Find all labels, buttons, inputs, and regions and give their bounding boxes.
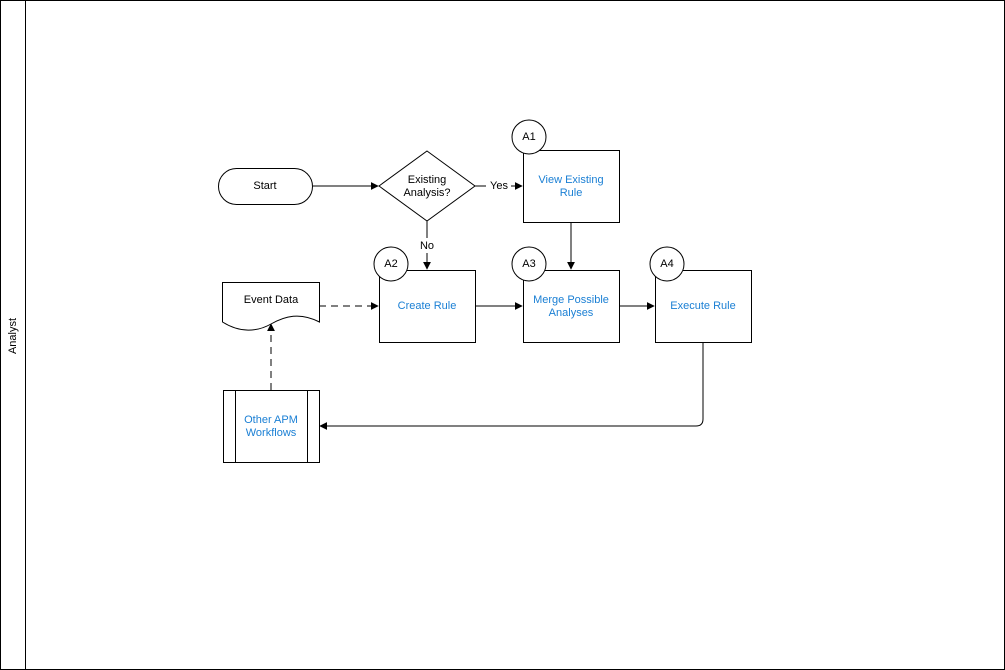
edge-label-yes: Yes	[490, 180, 508, 192]
decision-label-line1: Existing	[408, 174, 447, 186]
execute-rule-link[interactable]: Execute Rule	[670, 300, 735, 312]
merge-link-line2[interactable]: Analyses	[549, 307, 594, 319]
start-node: Start	[218, 168, 313, 205]
document-event-data: Event Data	[222, 282, 320, 331]
lane-label: Analyst	[7, 318, 19, 354]
edge-execute-to-other-apm	[319, 342, 704, 430]
process-create-rule[interactable]: Create Rule A2	[373, 246, 476, 343]
badge-a2: A2	[384, 258, 397, 270]
other-apm-link-line1[interactable]: Other APM	[244, 414, 298, 426]
process-execute-rule[interactable]: Execute Rule A4	[649, 246, 752, 343]
badge-a4: A4	[660, 258, 673, 270]
view-rule-link-line2[interactable]: Rule	[560, 187, 583, 199]
view-rule-link-line1[interactable]: View Existing	[538, 174, 603, 186]
subprocess-other-apm-workflows[interactable]: Other APM Workflows	[223, 390, 320, 463]
badge-a3: A3	[522, 258, 535, 270]
connectors	[267, 182, 704, 430]
event-data-label: Event Data	[244, 294, 299, 306]
decision-existing-analysis: Existing Analysis?	[378, 150, 476, 222]
merge-link-line1[interactable]: Merge Possible	[533, 294, 609, 306]
create-rule-link[interactable]: Create Rule	[398, 300, 457, 312]
edge-labels: Yes No	[418, 178, 511, 253]
start-label: Start	[253, 180, 276, 192]
edge-label-no: No	[420, 240, 434, 252]
process-view-existing-rule[interactable]: View Existing Rule A1	[511, 119, 620, 223]
badge-a1: A1	[522, 131, 535, 143]
decision-label-line2: Analysis?	[403, 187, 450, 199]
other-apm-link-line2[interactable]: Workflows	[246, 427, 297, 439]
process-merge-possible-analyses[interactable]: Merge Possible Analyses A3	[511, 246, 620, 343]
